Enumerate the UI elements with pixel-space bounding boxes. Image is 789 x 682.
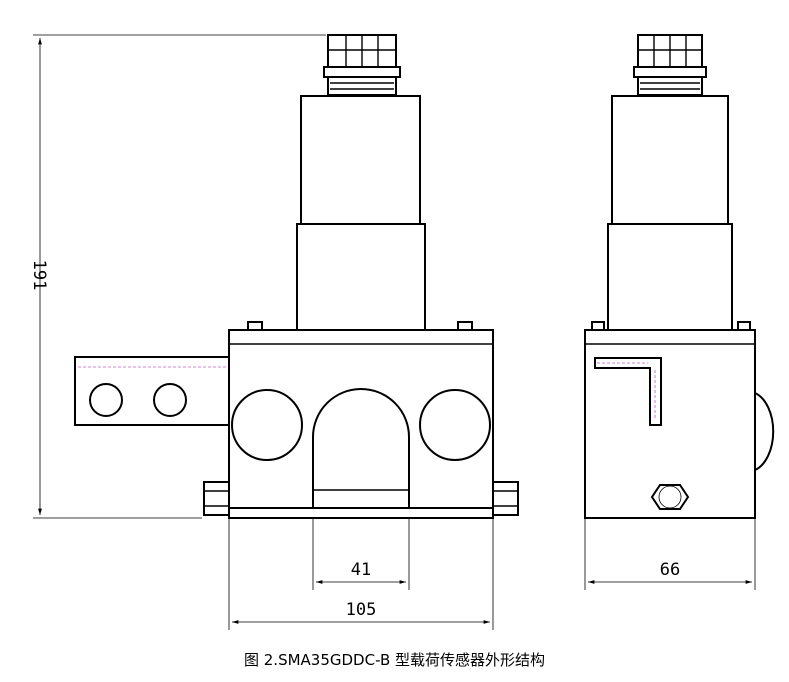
front-foot-right xyxy=(492,481,519,516)
dimension-slot-width: 41 xyxy=(312,518,410,590)
side-arc-bulge xyxy=(754,392,775,471)
dimension-slot-width-label: 41 xyxy=(351,560,371,580)
front-side-bracket xyxy=(74,356,230,426)
side-main-body xyxy=(584,329,756,519)
technical-drawing: 191 41 105 66 xyxy=(29,34,775,630)
front-cable-gland xyxy=(323,34,401,96)
side-upper-housing xyxy=(611,95,729,225)
side-l-bracket xyxy=(594,357,662,426)
front-foot-left xyxy=(203,481,230,516)
side-lower-housing xyxy=(607,223,733,331)
dimension-side-depth: 66 xyxy=(584,518,756,590)
front-center-slot xyxy=(312,388,410,508)
side-hex-nut xyxy=(650,484,690,510)
figure-caption: 图 2.SMA35GDDC-B 型载荷传感器外形结构 xyxy=(243,651,546,669)
front-base-plate xyxy=(228,507,494,519)
front-bolt-right xyxy=(457,321,473,331)
front-upper-housing xyxy=(300,95,421,225)
dimension-height-label: 191 xyxy=(29,260,49,291)
front-bolt-left xyxy=(247,321,263,331)
front-view xyxy=(74,34,519,519)
dimension-body-width: 105 xyxy=(228,518,494,630)
front-lower-housing xyxy=(296,223,426,331)
bracket-hole-2 xyxy=(153,383,187,417)
side-bolt-left xyxy=(591,321,605,331)
side-bolt-right xyxy=(737,321,751,331)
front-circle-right xyxy=(419,389,491,461)
side-cable-gland xyxy=(633,34,707,96)
dimension-side-depth-label: 66 xyxy=(660,560,680,580)
front-circle-left xyxy=(231,389,303,461)
dimension-body-width-label: 105 xyxy=(346,600,377,620)
dimension-height: 191 xyxy=(29,34,326,519)
bracket-hole-1 xyxy=(89,383,123,417)
side-view xyxy=(584,34,775,519)
